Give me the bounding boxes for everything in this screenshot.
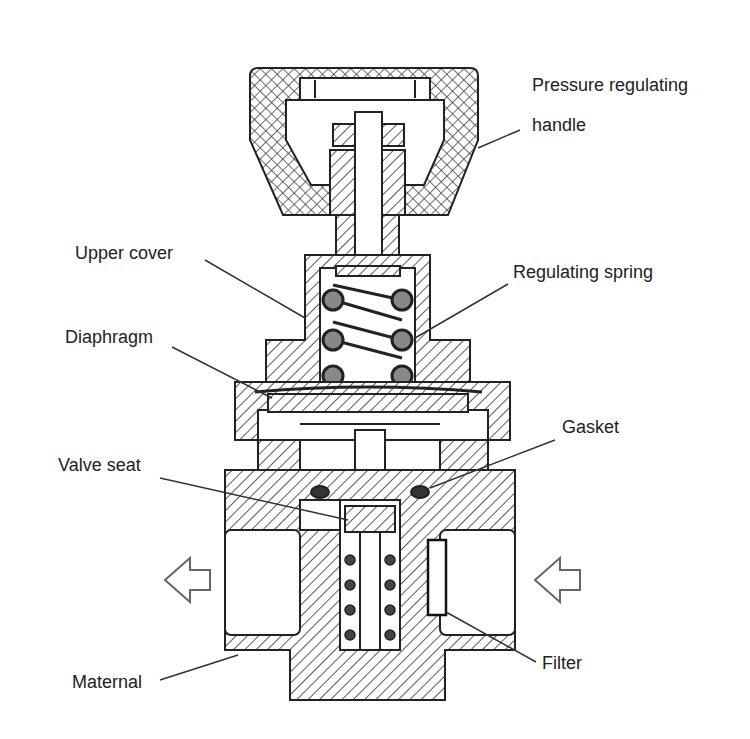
part-label: Upper cover (75, 242, 173, 264)
part-label-text: Valve seat (58, 455, 141, 475)
part-label-text: Gasket (562, 417, 619, 437)
part-label: Regulating spring (513, 261, 653, 283)
part-label-text: Diaphragm (65, 327, 153, 347)
part-label-text: Filter (542, 653, 582, 673)
part-label: Valve seat (58, 454, 141, 476)
part-label: Gasket (562, 416, 619, 438)
part-label-text: Regulating spring (513, 262, 653, 282)
leader-lines (160, 130, 555, 680)
part-label: Maternal (72, 671, 142, 693)
part-label: Filter (542, 652, 582, 674)
illustration (165, 68, 580, 700)
part-label-text: Maternal (72, 672, 142, 692)
part-label-text: Upper cover (75, 243, 173, 263)
part-label: Diaphragm (65, 326, 153, 348)
part-label: Pressure regulating handle (532, 65, 722, 145)
part-label-text: Pressure regulating handle (532, 75, 688, 135)
